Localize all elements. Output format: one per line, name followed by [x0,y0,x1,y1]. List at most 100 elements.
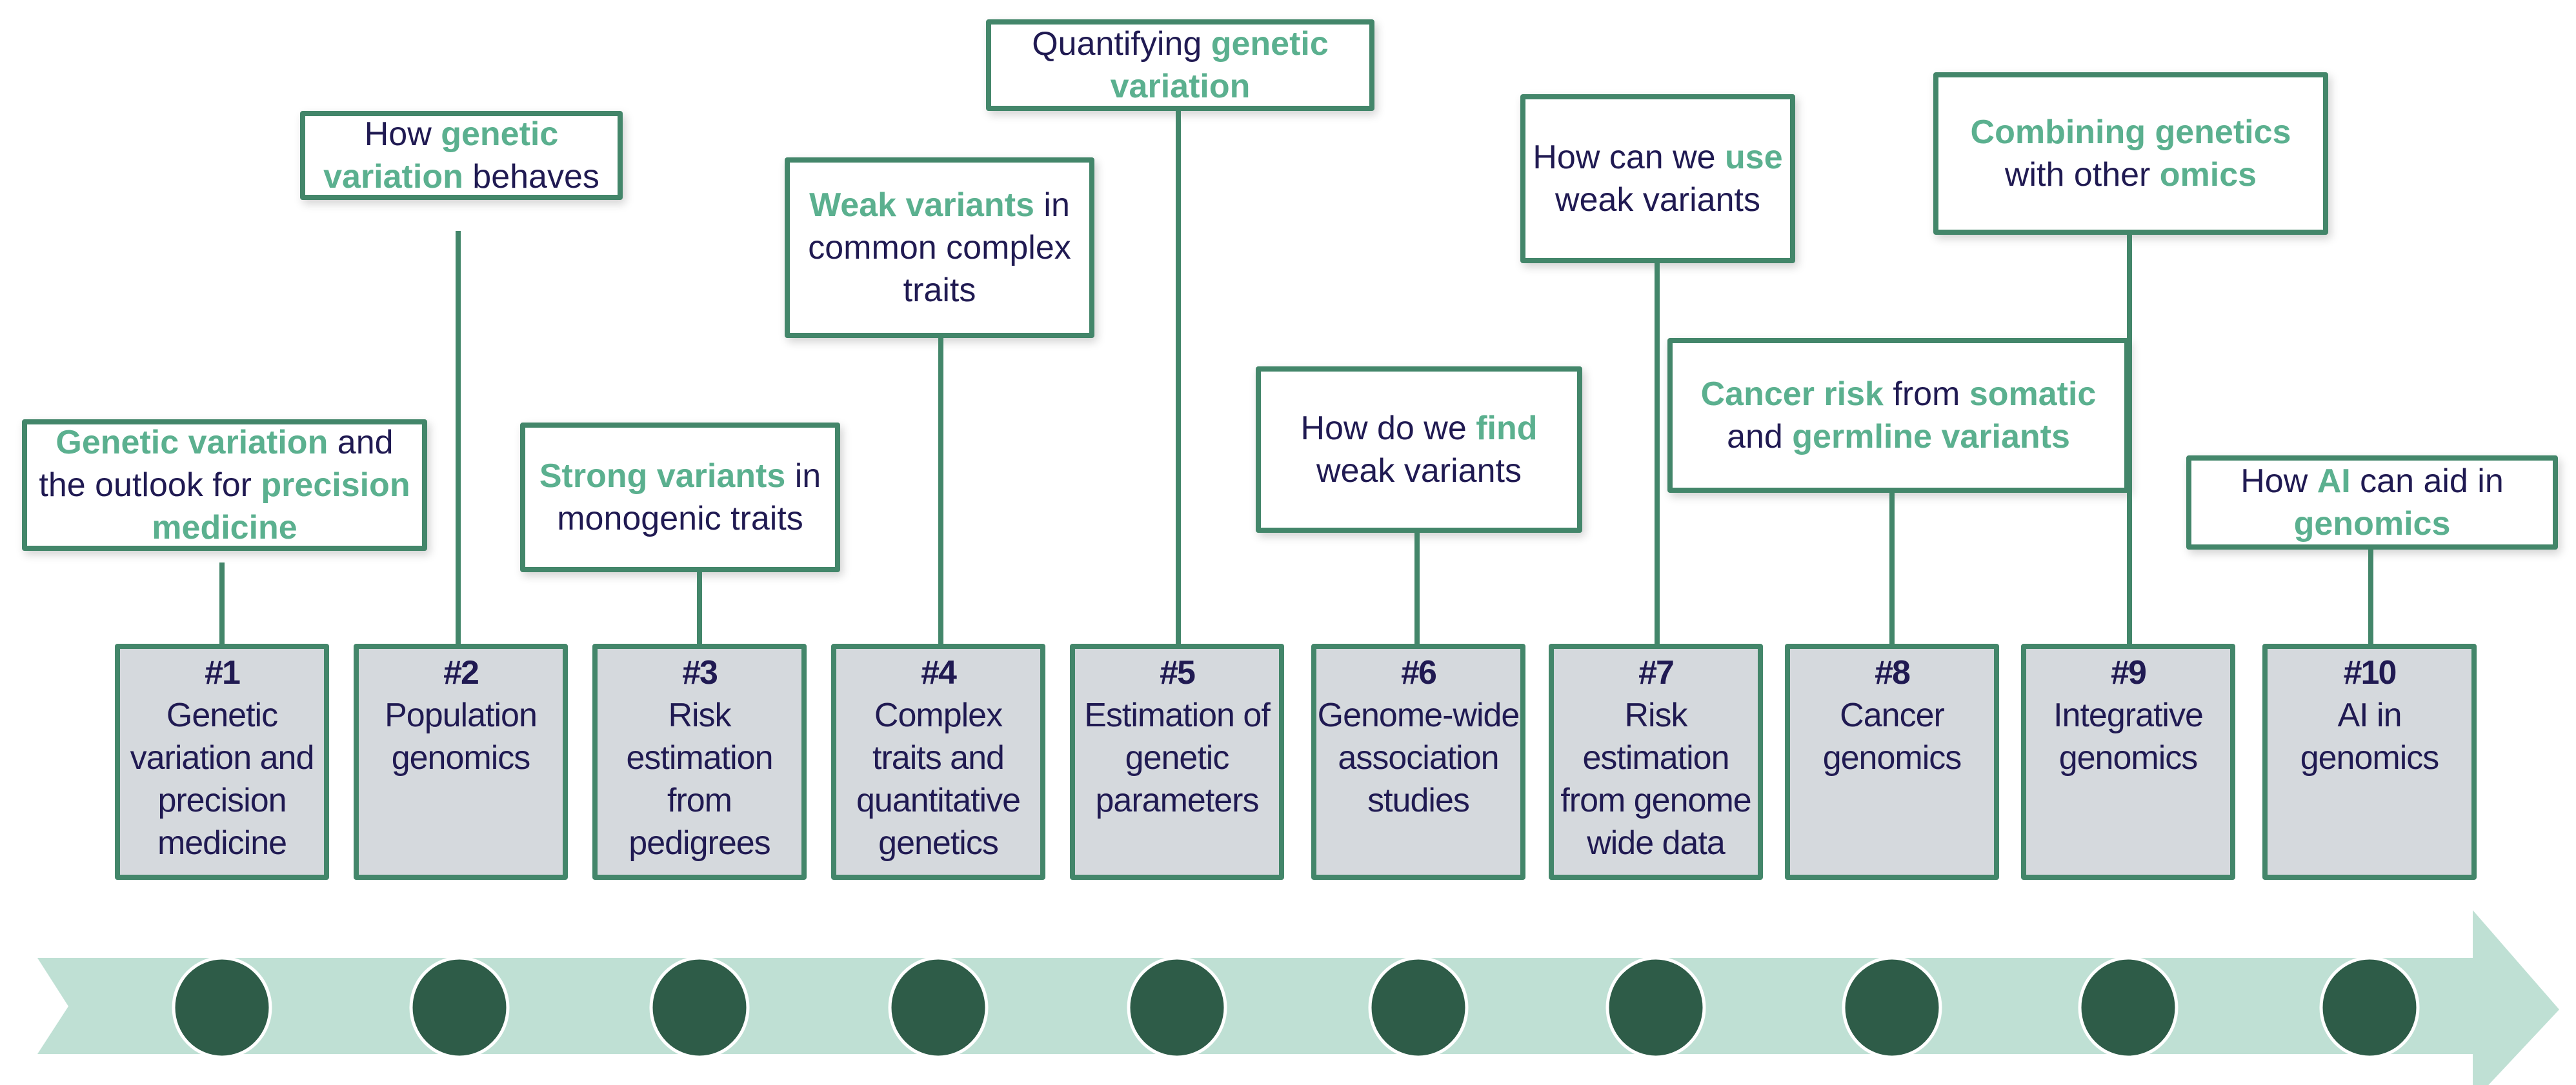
highlighted-text: Genetic variation [55,424,328,461]
highlighted-text: omics [2159,156,2257,194]
callout-text: Weak variants in common complex traits [796,184,1083,312]
topic-number: #10 [2343,654,2397,692]
timeline-marker-6 [1368,956,1469,1059]
highlighted-text: genomics [2293,505,2451,542]
topic-box-2: #2 Population genomics [354,644,568,880]
highlighted-text: AI [2317,463,2351,500]
topic-number: #7 [1638,654,1675,692]
highlighted-text: genetic variation [323,115,559,195]
connector-5 [1176,111,1181,644]
callout-text: Genetic variation and the outlook for pr… [34,421,416,549]
callout-text: How do we find weak variants [1267,407,1571,492]
timeline-marker-5 [1127,956,1227,1059]
highlighted-text: Cancer risk [1700,375,1884,413]
callout-1: Genetic variation and the outlook for pr… [22,419,427,551]
plain-text: How can we [1533,139,1726,176]
timeline-marker-10 [2319,956,2420,1059]
timeline-arrow [37,910,2559,1085]
callout-9: Combining genetics with other omics [1933,72,2328,235]
topic-number: #8 [1875,654,1911,692]
topic-number: #3 [682,654,718,692]
plain-text: with other [2004,156,2160,194]
timeline-marker-7 [1605,956,1706,1059]
plain-text: How [2240,463,2317,500]
topic-number: #6 [1401,654,1437,692]
topic-box-7: #7 Risk estimation from genome wide data [1549,644,1763,880]
topic-box-5: #5 Estimation of genetic parameters [1070,644,1284,880]
timeline-markers [172,956,2420,1059]
plain-text: weak variants [1555,181,1760,219]
highlighted-text: genetic variation [1110,25,1329,105]
callout-6: How do we find weak variants [1256,366,1582,533]
timeline-marker-1 [172,956,272,1059]
topic-number: #1 [205,654,241,692]
topic-box-3: #3 Risk estimation from pedigrees [592,644,807,880]
plain-text: weak variants [1316,452,1522,490]
timeline-marker-2 [409,956,510,1059]
topic-box-4: #4 Complex traits and quantitative genet… [831,644,1045,880]
connector-6 [1414,533,1420,644]
topic-title: Integrative genomics [2053,697,2204,777]
plain-text: and [1727,418,1793,455]
topic-number: #5 [1160,654,1196,692]
topic-box-8: #8 Cancer genomics [1785,644,1999,880]
highlighted-text: precision medicine [152,466,410,546]
topic-title: Estimation of genetic parameters [1084,697,1271,819]
highlighted-text: find [1476,410,1538,447]
topic-box-9: #9 Integrative genomics [2021,644,2235,880]
highlighted-text: Weak variants [809,186,1034,224]
timeline-marker-4 [888,956,989,1059]
callout-2: How genetic variation behaves [300,111,623,200]
highlighted-text: germline variants [1792,418,2070,455]
connector-8 [1889,490,1895,644]
topic-title: Risk estimation from pedigrees [626,697,774,862]
plain-text: How [364,115,441,153]
plain-text: and the outlook for [39,424,394,504]
plain-text: Quantifying [1032,25,1211,63]
connector-10 [2368,550,2373,644]
topic-box-6: #6 Genome-wide association studies [1311,644,1525,880]
timeline-marker-9 [2078,956,2179,1059]
topic-title: Genetic variation and precision medicine [130,697,315,862]
connector-2 [456,231,461,644]
plain-text: behaves [463,158,599,195]
plain-text: from [1883,375,1969,413]
connector-7 [1655,263,1660,644]
topic-title: Cancer genomics [1822,697,1962,777]
timeline-marker-3 [649,956,750,1059]
topic-box-10: #10 AI in genomics [2262,644,2477,880]
topic-number: #4 [921,654,957,692]
topic-number: #9 [2111,654,2147,692]
callout-8: Cancer risk from somatic and germline va… [1667,338,2129,493]
callout-text: Quantifying genetic variation [998,23,1363,108]
highlighted-text: use [1725,139,1783,176]
topic-number: #2 [443,654,479,692]
callout-text: How can we use weak variants [1532,136,1784,221]
topic-title: Population genomics [385,697,538,777]
callout-4: Weak variants in common complex traits [785,157,1094,338]
topic-title: AI in genomics [2300,697,2440,777]
callout-10: How AI can aid in genomics [2186,455,2558,550]
connector-3 [697,572,702,644]
topic-box-1: #1 Genetic variation and precision medic… [115,644,329,880]
callout-3: Strong variants in monogenic traits [520,423,840,572]
connector-4 [938,338,943,644]
callout-text: Cancer risk from somatic and germline va… [1679,373,2118,458]
timeline-marker-8 [1842,956,1942,1059]
highlighted-text: Combining genetics [1970,114,2291,151]
highlighted-text: Strong variants [539,457,786,495]
callout-text: Strong variants in monogenic traits [532,455,829,540]
plain-text: can aid in [2350,463,2504,500]
topic-title: Risk estimation from genome wide data [1560,697,1751,862]
plain-text: in monogenic traits [557,457,821,537]
callout-7: How can we use weak variants [1520,94,1795,263]
plain-text: How do we [1300,410,1476,447]
callout-text: Combining genetics with other omics [1945,111,2317,196]
connector-1 [219,562,225,644]
plain-text: in common complex traits [808,186,1071,309]
callout-text: How genetic variation behaves [312,113,611,198]
topic-title: Genome-wide association studies [1317,697,1520,819]
callout-text: How AI can aid in genomics [2198,460,2546,545]
highlighted-text: somatic [1969,375,2097,413]
